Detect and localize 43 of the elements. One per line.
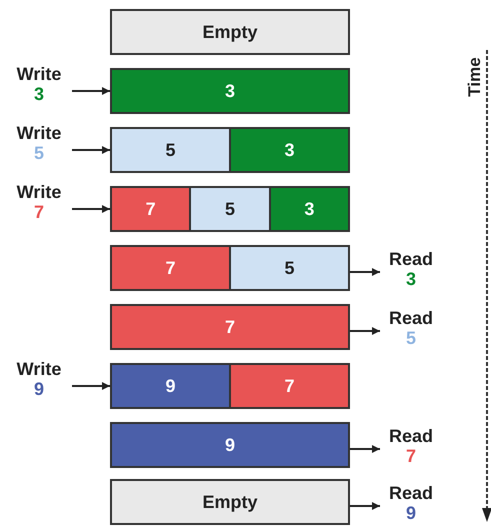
value-label: 3 (406, 269, 416, 289)
queue-slot: Empty (110, 9, 350, 55)
value-label: 7 (34, 202, 44, 222)
queue-box (110, 245, 350, 291)
queue-slot: 3 (268, 188, 348, 230)
arrow (72, 205, 110, 213)
operation-label: Write (16, 123, 62, 143)
operation-label: Read (388, 483, 433, 503)
queue-slot: 9 (110, 422, 350, 468)
queue-slot: 3 (110, 68, 350, 114)
arrow (72, 382, 110, 390)
axis-label: Time (464, 57, 486, 97)
arrow (72, 87, 110, 95)
queue-slot: 9 (112, 365, 229, 407)
arrow (350, 502, 380, 510)
arrow (350, 268, 380, 276)
queue-slot: 7 (112, 247, 229, 289)
operation-label: Read (388, 249, 433, 269)
queue-slot: 7 (112, 188, 190, 230)
value-label: 7 (406, 446, 416, 466)
operation-label: Read (388, 308, 433, 328)
queue-slot: 7 (229, 365, 348, 407)
operation-label: Write (16, 359, 62, 379)
arrow (350, 327, 380, 335)
queue-slot: 7 (110, 304, 350, 350)
queue-slot: 5 (189, 188, 269, 230)
value-label: 9 (34, 379, 44, 399)
operation-label: Write (16, 182, 62, 202)
value-label: 9 (406, 503, 416, 523)
queue-box (110, 186, 350, 232)
operation-label: Write (16, 64, 62, 84)
queue-slot: 5 (112, 129, 229, 171)
arrow (72, 146, 110, 154)
operation-label: Read (388, 426, 433, 446)
queue-slot: 5 (229, 247, 348, 289)
queue-slot: Empty (110, 479, 350, 525)
value-label: 5 (406, 328, 416, 348)
queue-box (110, 127, 350, 173)
value-label: 5 (34, 143, 44, 163)
queue-slot: 3 (229, 129, 348, 171)
queue-box (110, 363, 350, 409)
value-label: 3 (34, 84, 44, 104)
arrow (350, 445, 380, 453)
